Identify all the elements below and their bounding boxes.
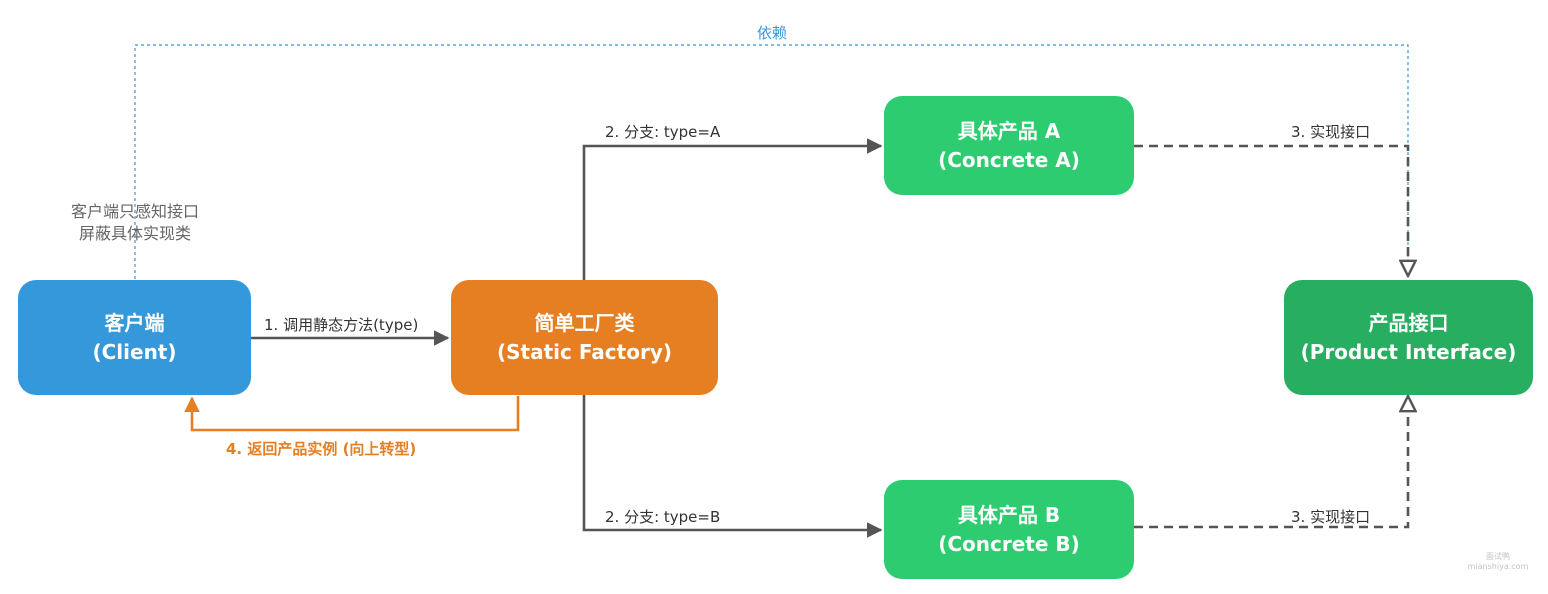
interface-title: 产品接口	[1368, 310, 1449, 335]
return-edge	[184, 396, 520, 432]
implements-b-edge	[1134, 396, 1408, 529]
client-node: 客户端 (Client)	[18, 280, 251, 395]
call-edge-label: 1. 调用静态方法(type)	[264, 316, 419, 334]
factory-node: 简单工厂类 (Static Factory)	[451, 280, 718, 395]
client-subtitle: (Client)	[92, 339, 177, 364]
watermark-line1: 面试鸭	[1486, 552, 1510, 561]
return-edge-label: 4. 返回产品实例 (向上转型)	[226, 440, 417, 458]
factory-title: 简单工厂类	[534, 310, 635, 335]
concrete-a-title: 具体产品 A	[957, 118, 1061, 143]
watermark-line2: mianshiya.com	[1467, 562, 1529, 571]
dependency-label: 依赖	[757, 24, 788, 42]
implements-b-label: 3. 实现接口	[1291, 508, 1371, 526]
concrete-a-subtitle: (Concrete A)	[938, 147, 1080, 172]
interface-subtitle: (Product Interface)	[1300, 339, 1517, 364]
branch-a-edge	[582, 138, 883, 280]
branch-b-label: 2. 分支: type=B	[605, 508, 721, 526]
client-note-line2: 屏蔽具体实现类	[78, 224, 191, 243]
implements-a-label: 3. 实现接口	[1291, 123, 1371, 141]
concrete-b-title: 具体产品 B	[957, 502, 1061, 527]
branch-a-label: 2. 分支: type=A	[605, 123, 721, 141]
concrete-b-node: 具体产品 B (Concrete B)	[884, 480, 1134, 579]
concrete-b-subtitle: (Concrete B)	[938, 531, 1080, 556]
client-note: 客户端只感知接口 屏蔽具体实现类	[55, 201, 215, 245]
watermark: 面试鸭 mianshiya.com	[1458, 552, 1538, 572]
implements-a-edge	[1134, 144, 1408, 276]
client-note-line1: 客户端只感知接口	[70, 202, 199, 221]
factory-subtitle: (Static Factory)	[496, 339, 673, 364]
concrete-a-node: 具体产品 A (Concrete A)	[884, 96, 1134, 195]
client-title: 客户端	[104, 310, 165, 335]
dependency-edge	[134, 44, 1409, 279]
branch-b-edge	[582, 395, 883, 538]
interface-node: 产品接口 (Product Interface)	[1284, 280, 1533, 395]
